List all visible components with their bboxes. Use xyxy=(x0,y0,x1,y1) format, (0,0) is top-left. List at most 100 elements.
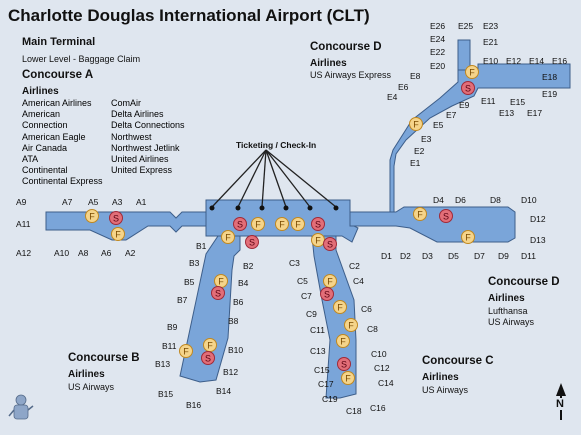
gate-label: A6 xyxy=(101,248,112,258)
food-marker-icon: F xyxy=(333,300,347,314)
shop-marker-icon: S xyxy=(323,237,337,251)
concourse-e-shape xyxy=(378,63,571,213)
food-marker-icon: F xyxy=(221,230,235,244)
gate-label: B5 xyxy=(184,277,195,287)
gate-label: D1 xyxy=(381,251,392,261)
gate-label: B15 xyxy=(158,389,174,399)
svg-text:S: S xyxy=(443,212,449,222)
main-terminal-note: Lower Level - Baggage Claim xyxy=(22,54,141,64)
gate-label: E16 xyxy=(552,56,568,66)
gate-label: C3 xyxy=(289,258,300,268)
gate-label: D5 xyxy=(448,251,459,261)
concourse-c-airline: US Airways xyxy=(422,385,469,395)
food-marker-icon: F xyxy=(214,274,228,288)
svg-text:F: F xyxy=(207,341,213,351)
gate-label: E26 xyxy=(430,21,446,31)
gate-label: C6 xyxy=(361,304,372,314)
food-marker-icon: F xyxy=(461,230,475,244)
food-marker-icon: F xyxy=(251,217,265,231)
shop-marker-icon: S xyxy=(109,211,123,225)
gate-label: D8 xyxy=(490,195,501,205)
svg-text:F: F xyxy=(218,277,224,287)
concourse-e-airlines-label: Airlines xyxy=(310,58,347,69)
svg-text:F: F xyxy=(327,277,333,287)
gate-label: E6 xyxy=(398,82,409,92)
gate-label: C8 xyxy=(367,324,378,334)
gate-label: C11 xyxy=(310,325,325,335)
gate-label: E23 xyxy=(483,21,499,31)
gate-label: E13 xyxy=(499,108,515,118)
gate-label: C13 xyxy=(310,346,326,356)
svg-text:F: F xyxy=(89,212,95,222)
svg-text:S: S xyxy=(341,360,347,370)
shop-marker-icon: S xyxy=(201,351,215,365)
gate-label: E19 xyxy=(542,89,558,99)
gate-label: A12 xyxy=(16,248,32,258)
gate-label: D9 xyxy=(498,251,509,261)
svg-text:F: F xyxy=(417,210,423,220)
svg-text:S: S xyxy=(324,290,330,300)
svg-text:S: S xyxy=(327,240,333,250)
gate-label: E4 xyxy=(387,92,398,102)
concourse-b-title: Concourse B xyxy=(68,352,140,364)
airline-name: Continental Express xyxy=(22,176,103,187)
gate-label: E3 xyxy=(421,134,432,144)
shop-marker-icon: S xyxy=(233,217,247,231)
food-marker-icon: F xyxy=(111,227,125,241)
gate-label: E20 xyxy=(430,61,446,71)
gate-label: B3 xyxy=(189,258,200,268)
svg-text:S: S xyxy=(205,354,211,364)
food-marker-icon: F xyxy=(203,338,217,352)
shop-marker-icon: S xyxy=(320,287,334,301)
gate-label: B14 xyxy=(216,386,232,396)
gate-label: E7 xyxy=(446,110,457,120)
gate-label: C12 xyxy=(374,363,390,373)
shop-marker-icon: S xyxy=(461,81,475,95)
concourse-c-title: Concourse C xyxy=(422,355,494,367)
food-marker-icon: F xyxy=(336,334,350,348)
shop-marker-icon: S xyxy=(439,209,453,223)
gate-label: E17 xyxy=(527,108,543,118)
airline-name: Continental xyxy=(22,165,68,176)
mascot-logo-icon xyxy=(8,394,34,420)
food-marker-icon: F xyxy=(344,318,358,332)
svg-text:F: F xyxy=(255,220,261,230)
gate-label: A10 xyxy=(54,248,70,258)
gate-label: D10 xyxy=(521,195,537,205)
gate-label: B16 xyxy=(186,400,202,410)
airline-name: Delta Airlines xyxy=(111,109,164,120)
gate-label: E18 xyxy=(542,72,558,82)
concourse-b-shape xyxy=(179,235,241,383)
gate-label: E5 xyxy=(433,120,444,130)
gate-label: E12 xyxy=(506,56,522,66)
gate-label: A3 xyxy=(112,197,123,207)
gate-label: C2 xyxy=(349,261,360,271)
concourse-d-airlines-label: Airlines xyxy=(488,293,525,304)
gate-label: A9 xyxy=(16,197,27,207)
food-marker-icon: F xyxy=(291,217,305,231)
svg-text:S: S xyxy=(249,238,255,248)
gate-label: C10 xyxy=(371,349,387,359)
gate-label: E9 xyxy=(459,100,470,110)
svg-text:F: F xyxy=(348,321,354,331)
compass-label: N xyxy=(555,398,565,410)
gate-label: D7 xyxy=(474,251,485,261)
food-markers: F F F F F F F F F F F F F F F F F F F xyxy=(85,65,479,385)
food-marker-icon: F xyxy=(341,371,355,385)
svg-text:S: S xyxy=(465,84,471,94)
svg-text:F: F xyxy=(337,303,343,313)
gate-label: D12 xyxy=(530,214,546,224)
svg-text:F: F xyxy=(413,120,419,130)
gate-label: C15 xyxy=(314,365,330,375)
food-marker-icon: F xyxy=(311,233,325,247)
concourse-d-airline: Lufthansa xyxy=(488,306,528,316)
gate-label: B8 xyxy=(228,316,239,326)
gate-label: C17 xyxy=(318,379,334,389)
airline-name: American xyxy=(22,109,61,120)
airline-name: United Airlines xyxy=(111,154,169,165)
svg-text:S: S xyxy=(215,289,221,299)
gate-label: D6 xyxy=(455,195,466,205)
concourse-a-title: Concourse A xyxy=(22,69,94,81)
gate-label: B9 xyxy=(167,322,178,332)
